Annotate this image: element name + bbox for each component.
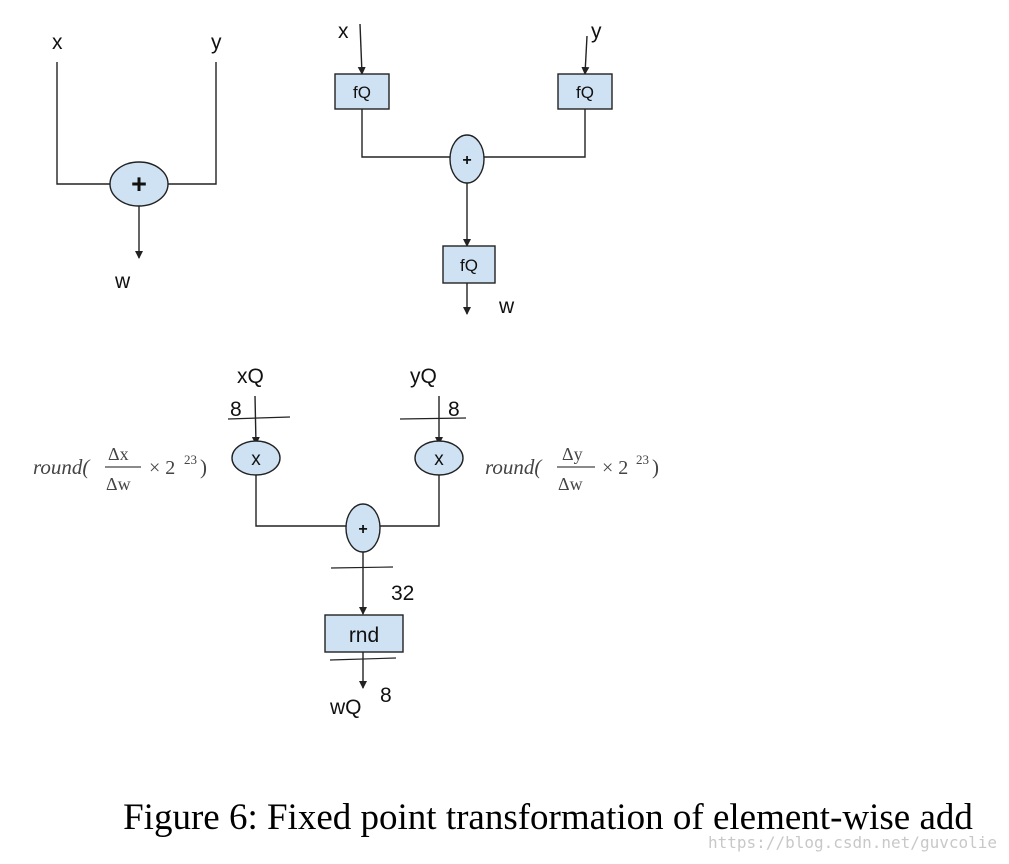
quant-y-arrow [581,35,590,75]
quant-right-fq-label: fQ [576,83,594,102]
fixed-scale-left-suffix: ) [200,455,207,479]
quant-out-fq-box [442,245,496,284]
float-input-x-label: x [52,31,63,54]
quant-left-wire [361,109,450,158]
fixed-scale-right-exponent: 23 [636,452,649,467]
fixed-input-yq-label: yQ [410,365,437,388]
fixed-right-wire [380,475,440,527]
fixed-y-width-label: 8 [448,398,460,421]
fixed-scale-right-formula: round( Δy Δw × 2 23 ) [485,444,659,494]
fixed-scale-left-prefix: round( [33,455,91,479]
fixed-scale-left-formula: round( Δx Δw × 2 23 ) [33,444,207,494]
fixed-scale-left-exponent: 23 [184,452,197,467]
float-add-symbol: + [131,169,147,199]
float-output-w-label: w [114,270,131,293]
fixed-scale-right-prefix: round( [485,455,543,479]
quant-left-fq-box [334,73,390,110]
fixed-scale-left-numerator: Δx [108,444,129,464]
watermark-text: https://blog.csdn.net/guvcolie [708,833,997,852]
fixed-output-width-label: 8 [380,684,392,707]
fixed-mul-right-symbol: x [434,449,444,470]
fixed-scale-right-times: × 2 [602,457,628,479]
fixed-add-symbol: + [358,521,367,538]
fixed-mul-left-symbol: x [251,449,261,470]
fixed-x-arrow [251,395,260,445]
quant-input-y-label: y [591,20,602,43]
float-x-wire [56,62,110,185]
quantized-add-diagram: x y fQ fQ + fQ w [334,20,613,318]
fixed-sum-bus-tick [330,566,394,569]
quant-left-fq-label: fQ [353,83,371,102]
fixed-point-diagram: xQ yQ 8 8 x x round( Δx Δw × 2 23 ) roun… [33,365,659,719]
float-input-y-label: y [211,31,222,54]
fixed-round-label: rnd [349,624,379,647]
fixed-scale-left-denominator: Δw [106,474,131,494]
fixed-scale-left-times: × 2 [149,457,175,479]
float-add-diagram: x y + w [52,31,222,293]
fixed-round-box [324,614,404,653]
figure-caption: Figure 6: Fixed point transformation of … [123,797,973,838]
quant-input-x-label: x [338,20,349,43]
fixed-scale-right-denominator: Δw [558,474,583,494]
fixed-x-width-label: 8 [230,398,242,421]
fixed-input-xq-label: xQ [237,365,264,388]
fixed-sum-width-label: 32 [391,582,414,605]
fixed-scale-right-suffix: ) [652,455,659,479]
fixed-x-bus-tick [227,416,291,420]
float-y-wire [168,62,217,185]
quant-output-w-label: w [498,295,515,318]
quant-out-fq-label: fQ [460,256,478,275]
quant-x-arrow [357,23,366,75]
fixed-scale-right-numerator: Δy [562,444,583,464]
quant-right-wire [484,109,586,158]
fixed-left-wire [255,475,346,527]
quant-add-symbol: + [462,152,471,169]
fixed-output-wq-label: wQ [329,696,362,719]
fixed-y-bus-tick [399,417,467,420]
